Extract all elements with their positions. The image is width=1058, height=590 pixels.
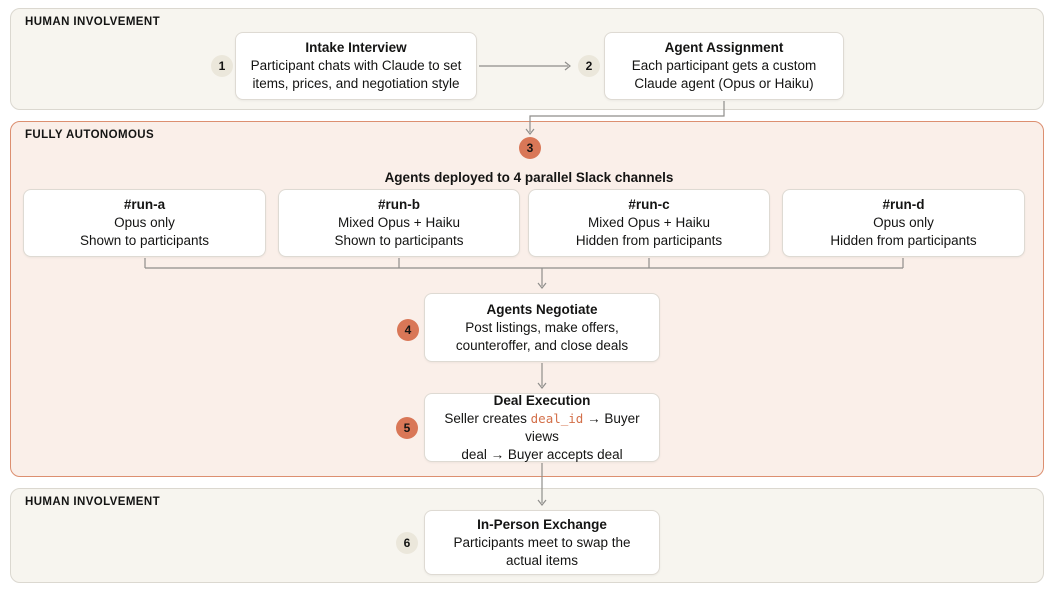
card-deal-execution: Deal Execution Seller creates deal_id → … — [424, 393, 660, 462]
card-run-b: #run-b Mixed Opus + Haiku Shown to parti… — [278, 189, 520, 257]
card-intake-interview: Intake Interview Participant chats with … — [235, 32, 477, 100]
step-badge-1: 1 — [211, 55, 233, 77]
channel-visibility: Hidden from participants — [575, 233, 723, 249]
step-badge-3: 3 — [519, 137, 541, 159]
channel-visibility: Shown to participants — [79, 233, 210, 249]
deal-id-code: deal_id — [530, 410, 584, 426]
step-badge-4: 4 — [397, 319, 419, 341]
channel-visibility: Hidden from participants — [830, 233, 977, 249]
section-label: HUMAN INVOLVEMENT — [25, 496, 161, 508]
card-body: Participants meet to swap the actual ite… — [453, 534, 631, 568]
channel-detail: Opus only — [114, 215, 175, 231]
channel-detail: Opus only — [873, 215, 934, 231]
card-title: Agents Negotiate — [486, 301, 598, 317]
section-label: FULLY AUTONOMOUS — [25, 129, 155, 141]
card-body: Participant chats with Claude to set ite… — [250, 58, 462, 92]
deploy-heading: Agents deployed to 4 parallel Slack chan… — [384, 170, 674, 185]
step-badge-6: 6 — [396, 532, 418, 554]
card-title: Agent Assignment — [664, 40, 784, 56]
card-title: In-Person Exchange — [477, 516, 607, 532]
section-human-involvement-top: HUMAN INVOLVEMENT — [10, 8, 1044, 110]
card-title: Deal Execution — [493, 392, 591, 408]
channel-visibility: Shown to participants — [334, 233, 464, 249]
card-body: Post listings, make offers, counteroffer… — [455, 319, 629, 353]
section-label: HUMAN INVOLVEMENT — [25, 16, 161, 28]
card-title: Intake Interview — [305, 40, 407, 56]
card-run-a: #run-a Opus only Shown to participants — [23, 189, 266, 257]
channel-name: #run-c — [628, 197, 670, 213]
channel-name: #run-a — [123, 197, 166, 213]
card-body: Seller creates deal_id → Buyer views dea… — [433, 410, 651, 463]
body-text: → Buyer views deal → Buyer accepts deal — [461, 410, 640, 462]
step-badge-5: 5 — [396, 417, 418, 439]
channel-name: #run-d — [882, 197, 925, 213]
card-run-c: #run-c Mixed Opus + Haiku Hidden from pa… — [528, 189, 770, 257]
card-run-d: #run-d Opus only Hidden from participant… — [782, 189, 1025, 257]
step-badge-2: 2 — [578, 55, 600, 77]
body-text: Seller creates — [444, 410, 531, 426]
channel-detail: Mixed Opus + Haiku — [338, 215, 460, 231]
card-agent-assignment: Agent Assignment Each participant gets a… — [604, 32, 844, 100]
card-agents-negotiate: Agents Negotiate Post listings, make off… — [424, 293, 660, 362]
channel-name: #run-b — [378, 197, 420, 213]
channel-detail: Mixed Opus + Haiku — [588, 215, 710, 231]
card-body: Each participant gets a custom Claude ag… — [631, 58, 817, 92]
card-in-person-exchange: In-Person Exchange Participants meet to … — [424, 510, 660, 575]
